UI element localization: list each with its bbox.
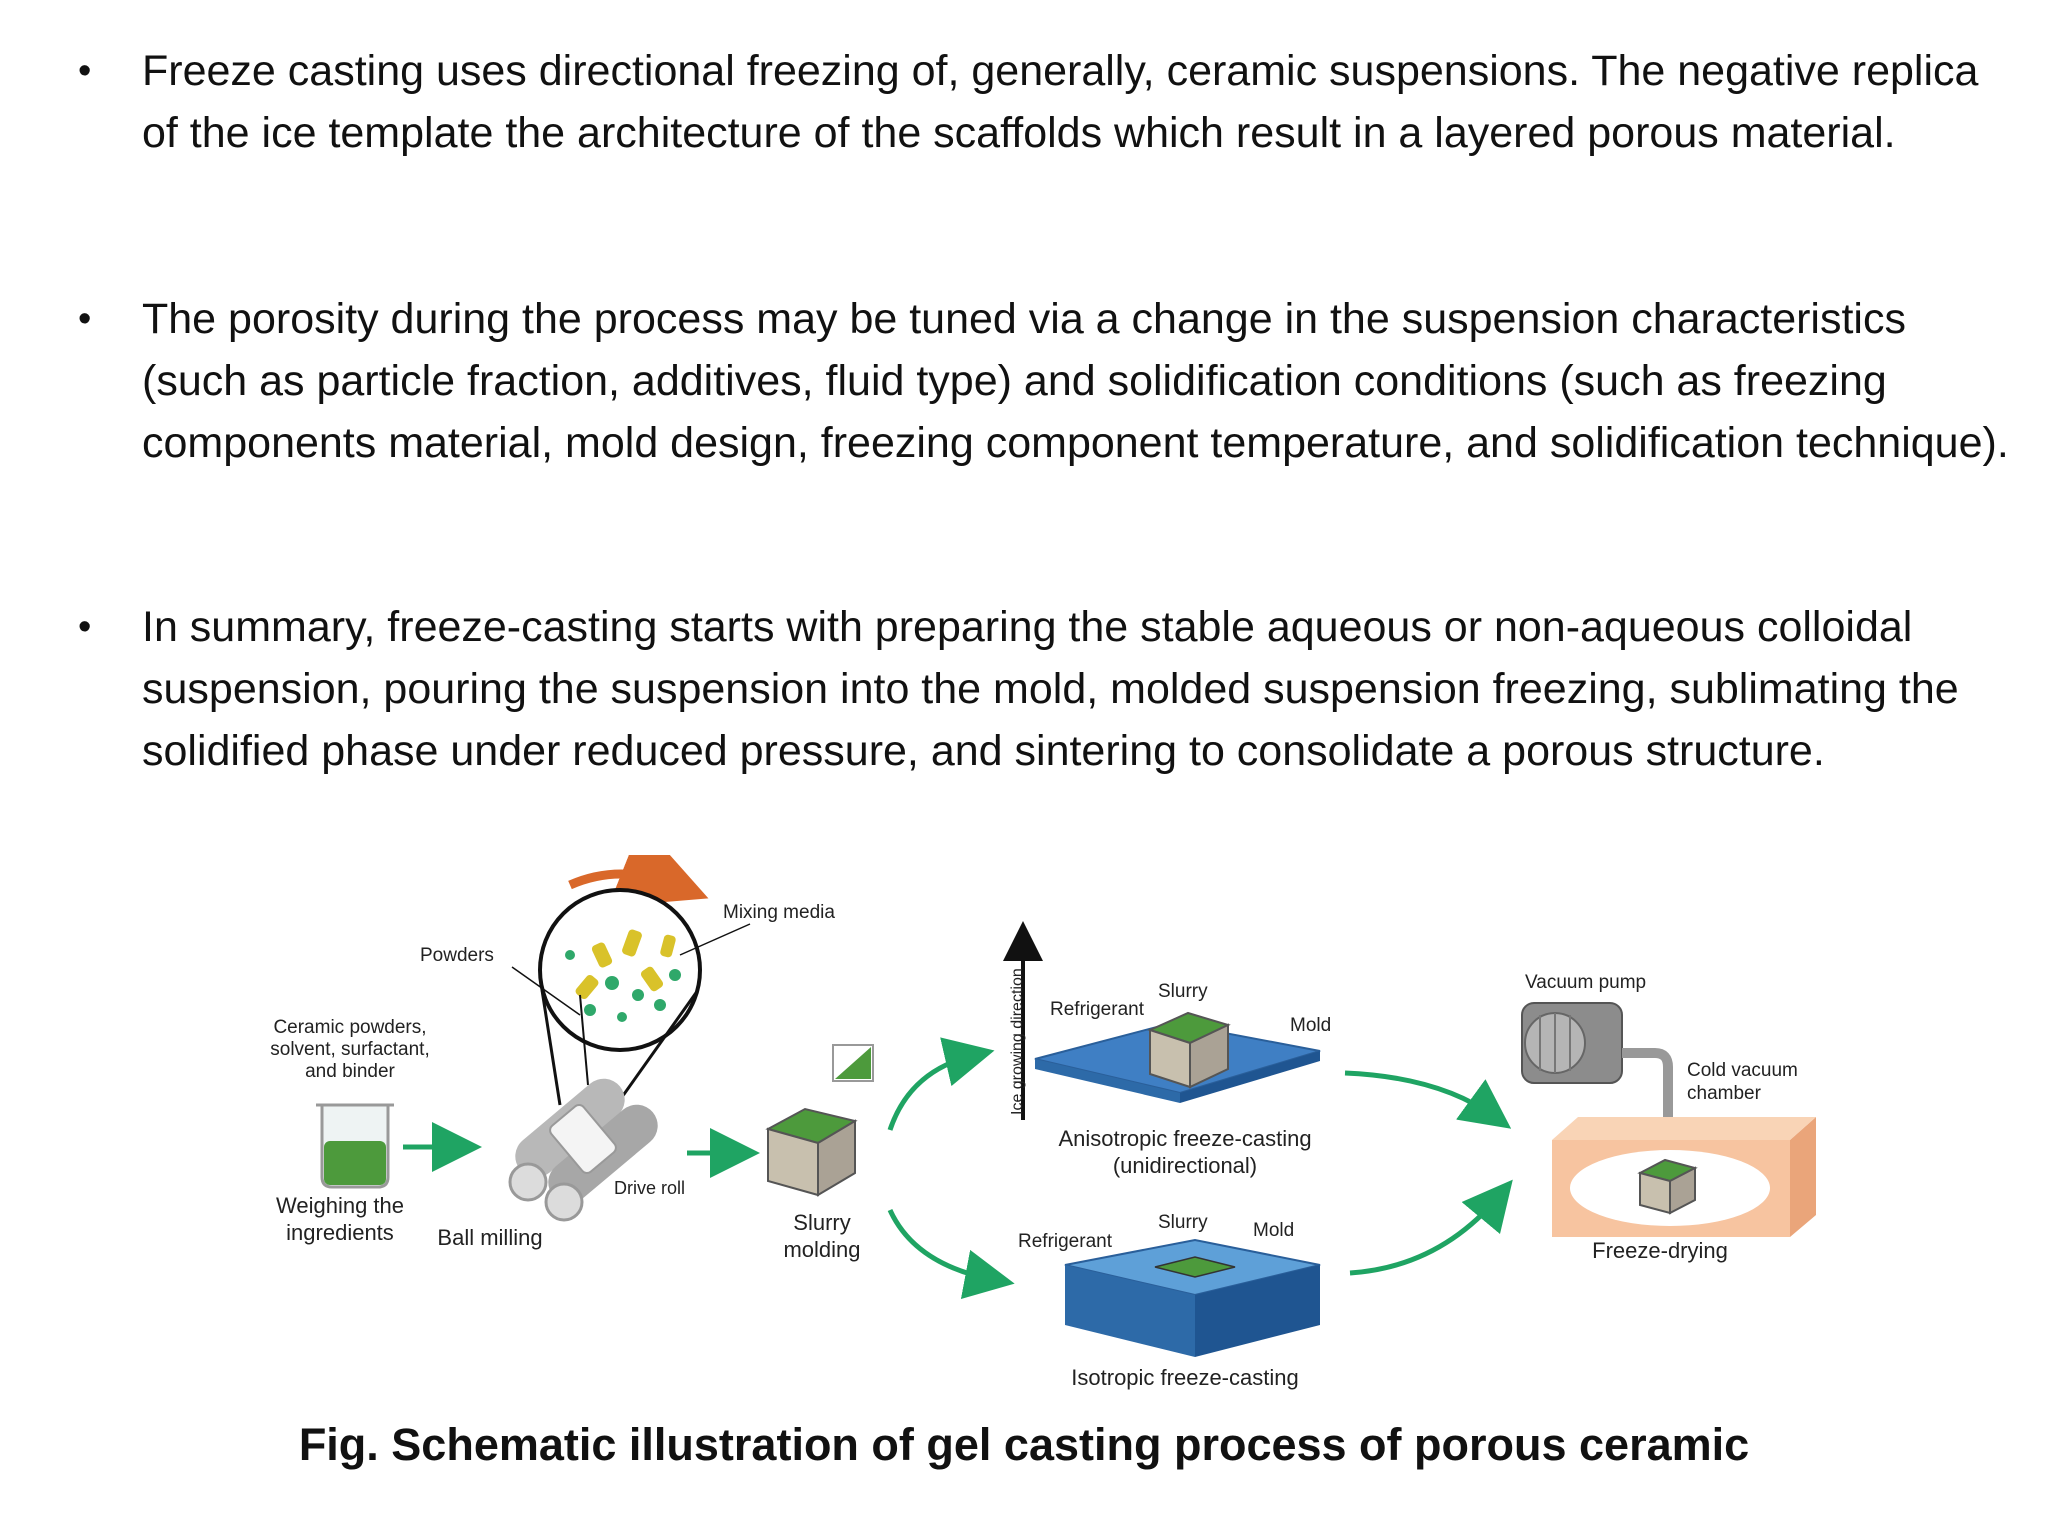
freeze-drying-label: Freeze-drying — [1592, 1238, 1728, 1263]
refrigerant-label: Refrigerant — [1050, 999, 1145, 1020]
mold-cube-icon — [765, 1107, 858, 1197]
freeze-drying-stage: Vacuum pump Cold vacuum chamber Freeze-d… — [1521, 972, 1816, 1263]
ingredients-label: solvent, surfactant, — [270, 1039, 429, 1060]
flow-arrow — [887, 1037, 995, 1131]
weighing-stage: Ceramic powders, solvent, surfactant, an… — [270, 1017, 429, 1245]
mold-label: Mold — [1290, 1015, 1331, 1036]
slurry-molding-label: Slurry — [793, 1210, 850, 1235]
anisotropic-label: Anisotropic freeze-casting — [1058, 1126, 1311, 1151]
mold-cube-icon — [1637, 1158, 1698, 1215]
weighing-label: ingredients — [286, 1220, 394, 1245]
process-schematic: Ceramic powders, solvent, surfactant, an… — [270, 855, 1816, 1390]
vacuum-pump-icon — [1521, 1002, 1623, 1084]
isotropic-label: Isotropic freeze-casting — [1071, 1365, 1298, 1390]
ball-milling-label: Ball milling — [437, 1225, 542, 1250]
figure-caption: Fig. Schematic illustration of gel casti… — [298, 1419, 1750, 1470]
refrigerant-label: Refrigerant — [1018, 1231, 1113, 1252]
mixing-media-label: Mixing media — [723, 902, 835, 923]
flow-arrow — [887, 1208, 1015, 1300]
slurry-molding-label: molding — [783, 1237, 860, 1262]
bullet-text: Freeze casting uses directional freezing… — [142, 47, 1979, 157]
bullet-marker: • — [78, 50, 92, 92]
isotropic-freeze-stage: Refrigerant Slurry Mold Isotropic freeze… — [1018, 1212, 1321, 1390]
powder-particles — [565, 929, 681, 1022]
powders-label: Powders — [420, 945, 494, 966]
ingredients-label: and binder — [305, 1061, 395, 1082]
beaker-icon — [316, 1103, 394, 1189]
ice-direction-label: Ice growing direction — [1009, 968, 1026, 1115]
flow-arrow — [1349, 1179, 1513, 1276]
flow-arrow — [1344, 1070, 1512, 1129]
bullet-text: In summary, freeze-casting starts with p… — [142, 603, 1959, 775]
refrigerant-tray-bottom — [1064, 1238, 1321, 1357]
bullet-text: The porosity during the process may be t… — [142, 295, 2009, 467]
weighing-label: Weighing the — [276, 1193, 404, 1218]
vacuum-pump-label: Vacuum pump — [1525, 972, 1646, 993]
pour-cup-icon — [832, 1044, 874, 1082]
drive-roll-icon — [508, 1078, 658, 1222]
ingredients-label: Ceramic powders, — [273, 1017, 426, 1038]
anisotropic-label: (unidirectional) — [1113, 1153, 1257, 1178]
bullet-marker: • — [78, 606, 92, 648]
bullet-marker: • — [78, 298, 92, 340]
slurry-label: Slurry — [1158, 981, 1208, 1002]
slurry-label: Slurry — [1158, 1212, 1208, 1233]
drive-roll-label: Drive roll — [614, 1178, 685, 1198]
mold-cube-icon — [1147, 1011, 1231, 1089]
anisotropic-freeze-stage: Ice growing direction Refrigerant Slurry… — [1003, 921, 1331, 1178]
ball-milling-stage: Powders Mixing media Drive roll Ball mil… — [420, 855, 835, 1250]
mold-label: Mold — [1253, 1220, 1294, 1241]
cold-chamber-label: Cold vacuum — [1687, 1060, 1798, 1081]
slurry-molding-stage: Slurry molding — [765, 1044, 874, 1262]
cold-chamber-label: chamber — [1687, 1083, 1762, 1104]
rotation-arrow — [568, 855, 709, 907]
